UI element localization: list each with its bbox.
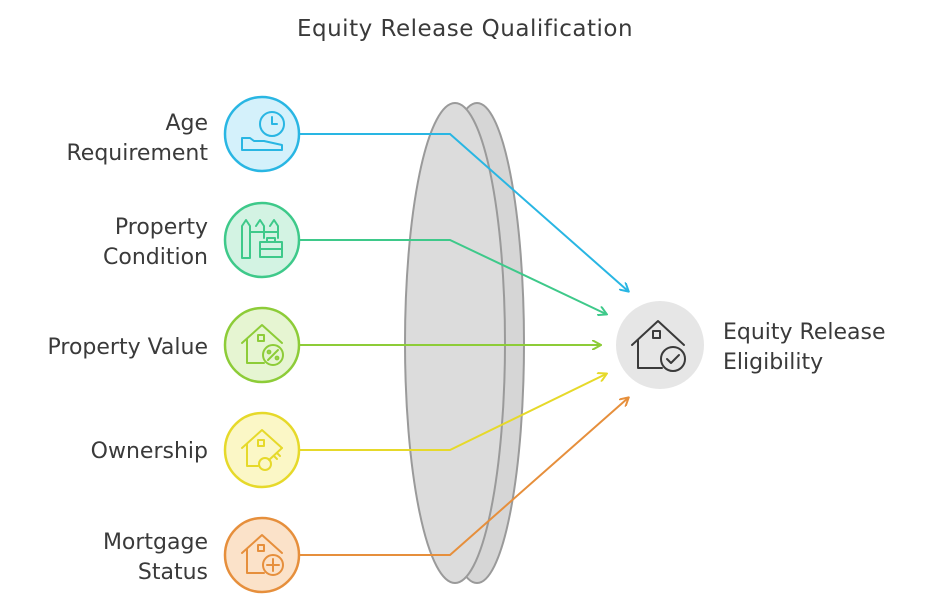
house-check-icon <box>631 320 686 372</box>
diagram-title: Equity Release Qualification <box>296 16 634 42</box>
output-node <box>616 301 704 389</box>
connector-arrow <box>299 239 606 314</box>
lens-shape <box>404 102 525 584</box>
input-label-line: Requirement <box>66 141 209 166</box>
input-label-line: Property Value <box>47 335 209 360</box>
input-label-age-requirement: Age Requirement <box>0 109 209 169</box>
output-label: Equity Release Eligibility <box>723 318 923 378</box>
input-label-property-value: Property Value <box>0 333 209 363</box>
output-label-line: Eligibility <box>723 350 824 375</box>
input-label-line: Mortgage <box>102 530 208 555</box>
input-nodes <box>223 95 301 594</box>
house-plus-icon <box>241 534 284 576</box>
input-node <box>223 95 301 173</box>
input-label-ownership: Ownership <box>0 437 208 467</box>
connector-arrow <box>299 374 606 451</box>
connectors <box>299 133 628 556</box>
house-percent-icon <box>241 324 284 366</box>
connector-arrow <box>299 133 628 291</box>
input-label-mortgage-status: Mortgage Status <box>0 528 208 588</box>
input-label-line: Age <box>165 111 208 136</box>
input-label-line: Status <box>137 560 208 585</box>
input-node <box>223 516 301 594</box>
house-key-icon <box>241 429 283 471</box>
input-node <box>223 201 301 279</box>
input-node <box>223 306 301 384</box>
clock-hand-icon <box>241 111 285 151</box>
input-node <box>223 411 301 489</box>
input-label-property-condition: Property Condition <box>0 213 208 273</box>
input-label-line: Ownership <box>90 439 208 464</box>
fence-toolbox-icon <box>241 219 283 259</box>
input-label-line: Condition <box>103 245 208 270</box>
output-label-line: Equity Release <box>723 320 886 345</box>
input-label-line: Property <box>114 215 208 240</box>
connector-arrow <box>299 398 628 556</box>
